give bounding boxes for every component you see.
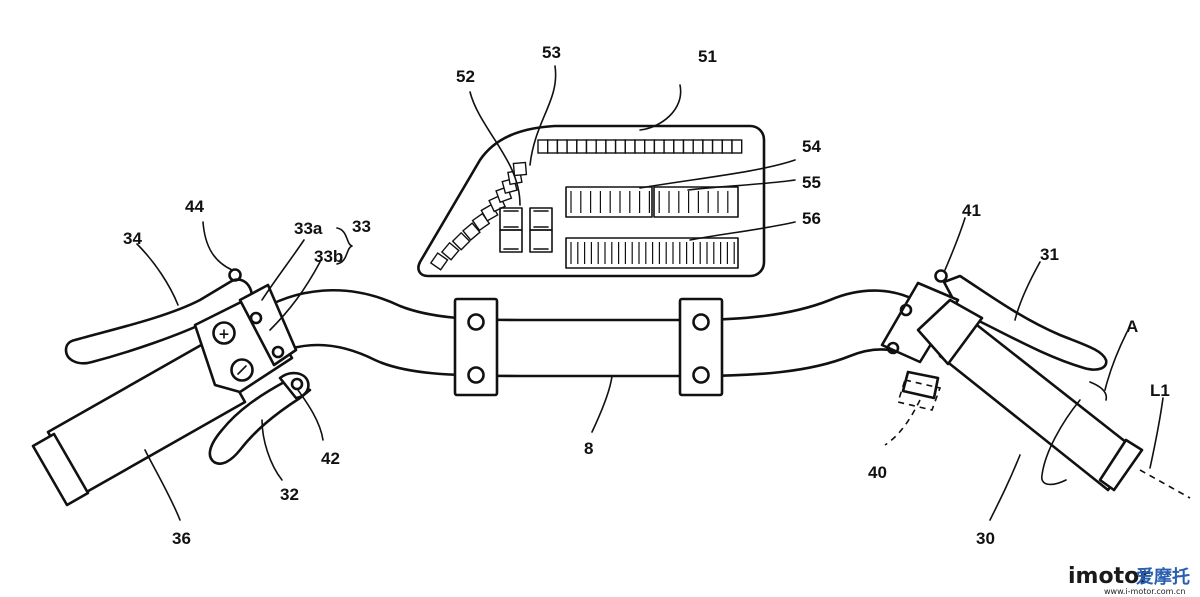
tach-cell [702, 139, 714, 154]
tach-cell [566, 139, 578, 154]
label-42: 42 [321, 449, 340, 468]
label-41: 41 [962, 201, 981, 220]
tach-cell [663, 139, 675, 154]
tach-cell [576, 139, 588, 154]
label-51: 51 [698, 47, 717, 66]
label-53: 53 [542, 43, 561, 62]
reference-labels: 51 52 53 54 55 56 44 34 33a 33 33b 41 31… [123, 43, 1170, 548]
tach-cell [721, 139, 733, 154]
label-36: 36 [172, 529, 191, 548]
label-55: 55 [802, 173, 821, 192]
label-40: 40 [868, 463, 887, 482]
leader-lines [136, 65, 1164, 521]
display-bar-56 [565, 237, 739, 269]
tach-cell [585, 139, 597, 154]
watermark-url: www.i-motor.com.cn [1104, 587, 1185, 596]
tach-cell [451, 231, 471, 251]
tach-cell [462, 222, 481, 241]
display-bar-55 [653, 186, 739, 218]
display-bar-54 [565, 186, 653, 218]
sensor-40 [884, 379, 942, 446]
display-cells-56 [570, 242, 735, 264]
tach-cell [605, 139, 617, 154]
tach-cell [692, 139, 704, 154]
display-cells [570, 191, 729, 213]
label-52: 52 [456, 67, 475, 86]
brake-lever-32 [208, 371, 312, 465]
tach-cell [644, 139, 656, 154]
handlebar-8 [246, 289, 917, 378]
imotor-watermark: imotor 爱摩托 www.i-motor.com.cn [1068, 564, 1190, 596]
tach-cell [537, 139, 549, 154]
tach-cell [556, 139, 568, 154]
brake-lever-31 [934, 269, 1108, 371]
label-8: 8 [584, 439, 593, 458]
label-32: 32 [280, 485, 299, 504]
label-54: 54 [802, 137, 821, 156]
switch-housing-33: + [193, 283, 298, 394]
tach-cell [731, 139, 743, 154]
handlebar-clamp-left [453, 297, 499, 397]
tach-cell [440, 241, 460, 261]
watermark-brand: imotor [1068, 564, 1150, 589]
tach-cell [673, 139, 685, 154]
right-switch-housing [880, 281, 984, 400]
label-L1: L1 [1150, 381, 1170, 400]
label-44: 44 [185, 197, 204, 216]
tach-cell [547, 139, 559, 154]
label-A: A [1126, 317, 1138, 336]
tach-cell [429, 252, 449, 271]
tach-cell [682, 139, 694, 154]
label-33: 33 [352, 217, 371, 236]
left-grip-36 [31, 338, 247, 507]
tach-cell [711, 139, 723, 154]
tach-cell [595, 139, 607, 154]
label-33b: 33b [314, 247, 343, 266]
handlebar-clamp-right [678, 297, 724, 397]
label-56: 56 [802, 209, 821, 228]
label-34: 34 [123, 229, 142, 248]
watermark-cn: 爱摩托 [1136, 566, 1190, 588]
meter-unit-51 [417, 124, 766, 278]
tach-cell [634, 139, 646, 154]
svg-text:+: + [218, 327, 230, 343]
label-30: 30 [976, 529, 995, 548]
tach-cell [512, 161, 528, 177]
label-33a: 33a [294, 219, 323, 238]
tach-cell [653, 139, 665, 154]
tach-cell [624, 139, 636, 154]
gear-indicator-52 [499, 207, 553, 253]
tach-cell [614, 139, 626, 154]
label-31: 31 [1040, 245, 1059, 264]
